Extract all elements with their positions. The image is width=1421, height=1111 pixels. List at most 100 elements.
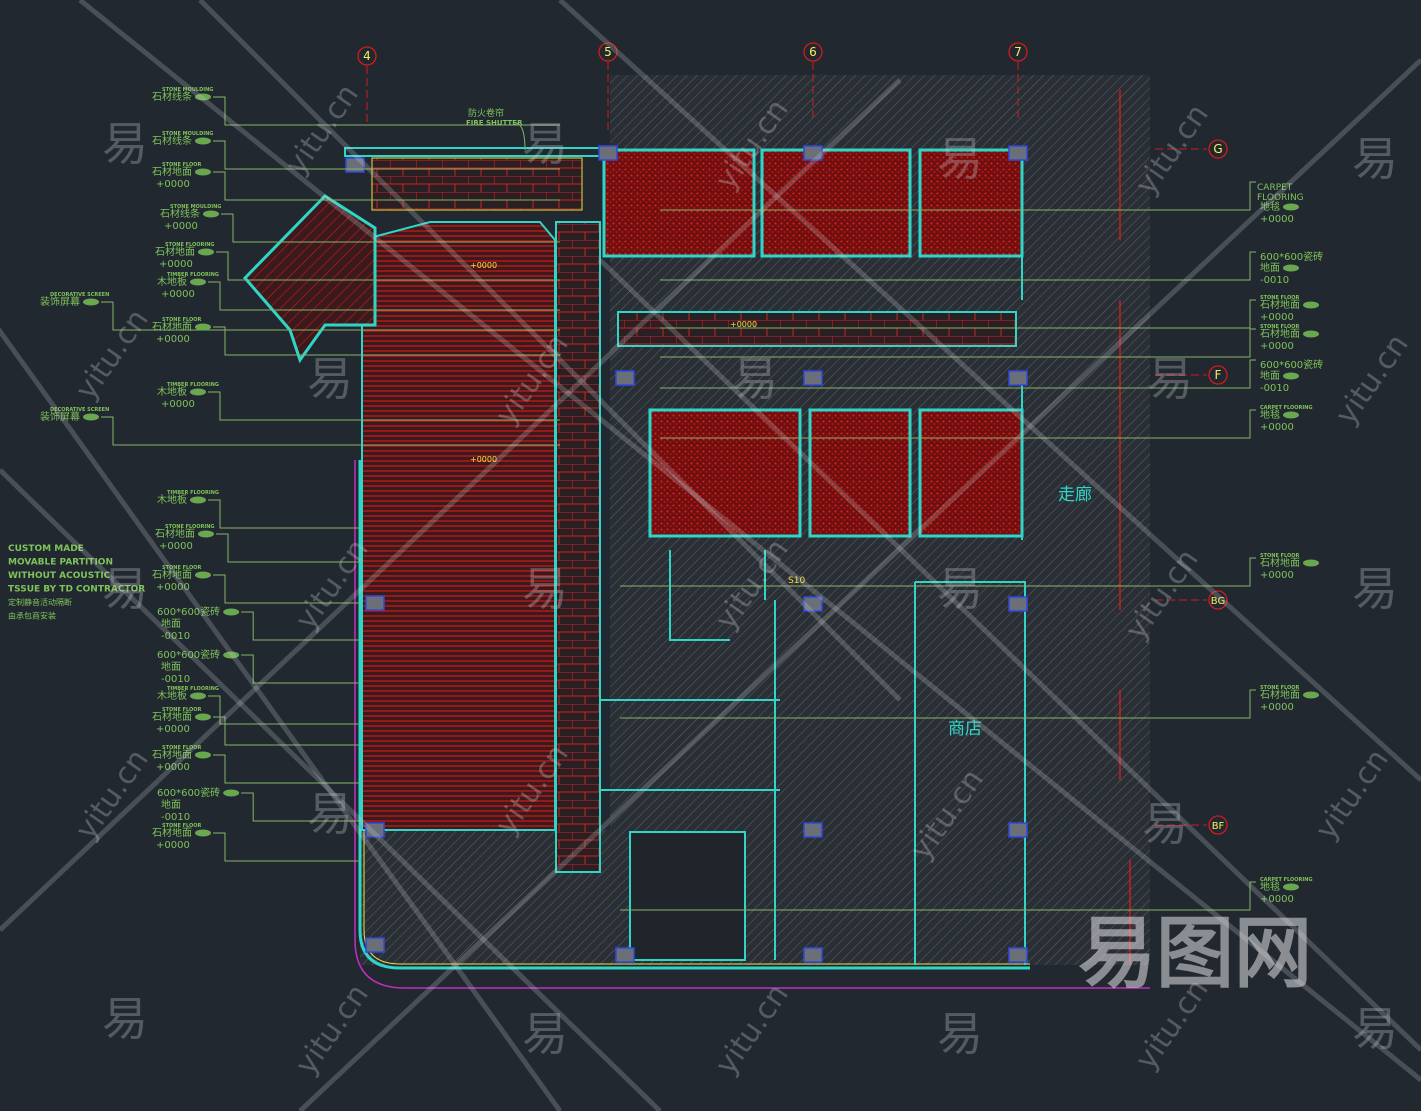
annotation-code: TIMBER FLOORING [167,272,219,278]
grid-bubble-7: 7 [1008,42,1028,62]
annotation-material: 石材地面 [152,320,192,333]
watermark-line [598,258,1421,1052]
annotation-code: STONE FLOORING [165,242,215,248]
material-tag-icon [1303,559,1319,567]
annotation-material: 石材地面 [152,826,192,839]
annotation-code: CARPET FLOORING [1260,877,1313,883]
watermark-glyph: 易 [522,117,568,171]
annotation-code: STONE MOULDING [162,131,213,137]
annotation-elevation: +0000 [164,221,198,232]
annotation-elevation: +0000 [156,334,190,345]
watermark-glyph: 易 [522,1007,568,1061]
grid-bubble-bf: BF [1208,815,1228,835]
annotation-material: 木地板 [157,385,187,398]
annotation-elevation: +0000 [1260,894,1294,905]
annotation-elevation: +0000 [156,179,190,190]
annotation-elevation: -0010 [1260,275,1289,286]
annotation-material: 石材地面 [1260,298,1300,311]
corridor-stone-band [617,311,1017,347]
east-facade [1119,90,1131,965]
material-tag-icon [223,608,240,616]
annotation-code: STONE FLOOR [1260,685,1300,691]
annotation-material: 600*600瓷砖 [157,648,220,661]
watermark-glyph: 易 [307,787,353,841]
annotation-material: 装饰屏幕 [40,295,80,308]
annotation-code: FLOORING [1257,193,1304,203]
annotation-material: 石材地面 [155,527,195,540]
material-tag-icon [223,651,240,659]
watermark-glyph: 易 [522,562,568,616]
material-tag-icon [195,571,211,579]
building-boundary [354,460,1150,989]
watermark-glyph: 易 [102,117,148,171]
watermark-glyph: 易 [1147,352,1193,406]
watermark-line [298,58,1421,1111]
annotation-material: 装饰屏幕 [40,410,80,423]
annotation-material: 石材地面 [155,245,195,258]
watermark-glyph: 易 [1352,1002,1398,1056]
watermark-domain: yitu.cn [709,978,796,1082]
annotation-material: 石材地面 [1260,556,1300,569]
fire-shutter-label-cn: 防火卷帘 [468,107,504,119]
watermark-line [78,0,1421,1082]
stone-band-north [371,157,583,211]
grid-bubble-5: 5 [598,42,618,62]
annotation-elevation: +0000 [1260,214,1294,225]
annotation-elevation: +0000 [1260,341,1294,352]
annotation-elevation: +0000 [156,724,190,735]
annotation-code: STONE FLOOR [1260,324,1300,330]
corridor-elevation-tag: +0000 [730,320,757,329]
watermark-glyph: 易 [102,562,148,616]
watermark-glyph: 易 [1142,797,1188,851]
material-tag-icon [1283,883,1299,891]
back-of-house-area [629,831,746,961]
annotation-code: STONE FLOOR [162,823,202,829]
annotation-code: DECORATIVE SCREEN [50,292,109,298]
carpet-room [760,148,912,258]
annotation-material: 木地板 [157,689,187,702]
watermark-glyph: 易 [937,562,983,616]
annotation-code: STONE FLOORING [165,524,215,530]
annotation-code: STONE MOULDING [170,204,221,210]
watermark-glyph: 易 [937,1007,983,1061]
exterior-wall [358,460,1030,970]
material-tag-icon [1283,372,1299,380]
room-label-shop: 商店 [948,719,982,739]
grid-bubble-label: F [1215,368,1222,382]
material-tag-icon [1283,264,1299,272]
watermark-glyph: 易 [307,352,353,406]
annotation-material: 600*600瓷砖 [1260,250,1323,263]
room-label-s10: S10 [788,576,805,586]
column [1008,947,1028,963]
watermark-domain: yitu.cn [289,978,376,1082]
annotation-code: STONE FLOOR [162,317,202,323]
material-tag-icon [1283,411,1299,419]
annotation-elevation: +0000 [161,399,195,410]
main-hall-wood-floor [361,221,556,831]
annotation-elevation: +0000 [1260,570,1294,581]
annotation-code: STONE MOULDING [162,87,213,93]
material-tag-icon [190,496,206,504]
watermark-glyph: 易 [1352,132,1398,186]
upper-elevation-tag: +0000 [470,261,497,270]
room-label-corridor: 走廊 [1058,485,1092,505]
annotation-elevation: +0000 [1260,312,1294,323]
annotation-material: 地毯 [1260,880,1280,893]
column [365,595,385,611]
annotation-code: STONE FLOOR [162,745,202,751]
annotation-elevation: +0000 [156,582,190,593]
material-tag-icon [83,413,99,421]
annotation-material: 石材线条 [152,90,192,103]
